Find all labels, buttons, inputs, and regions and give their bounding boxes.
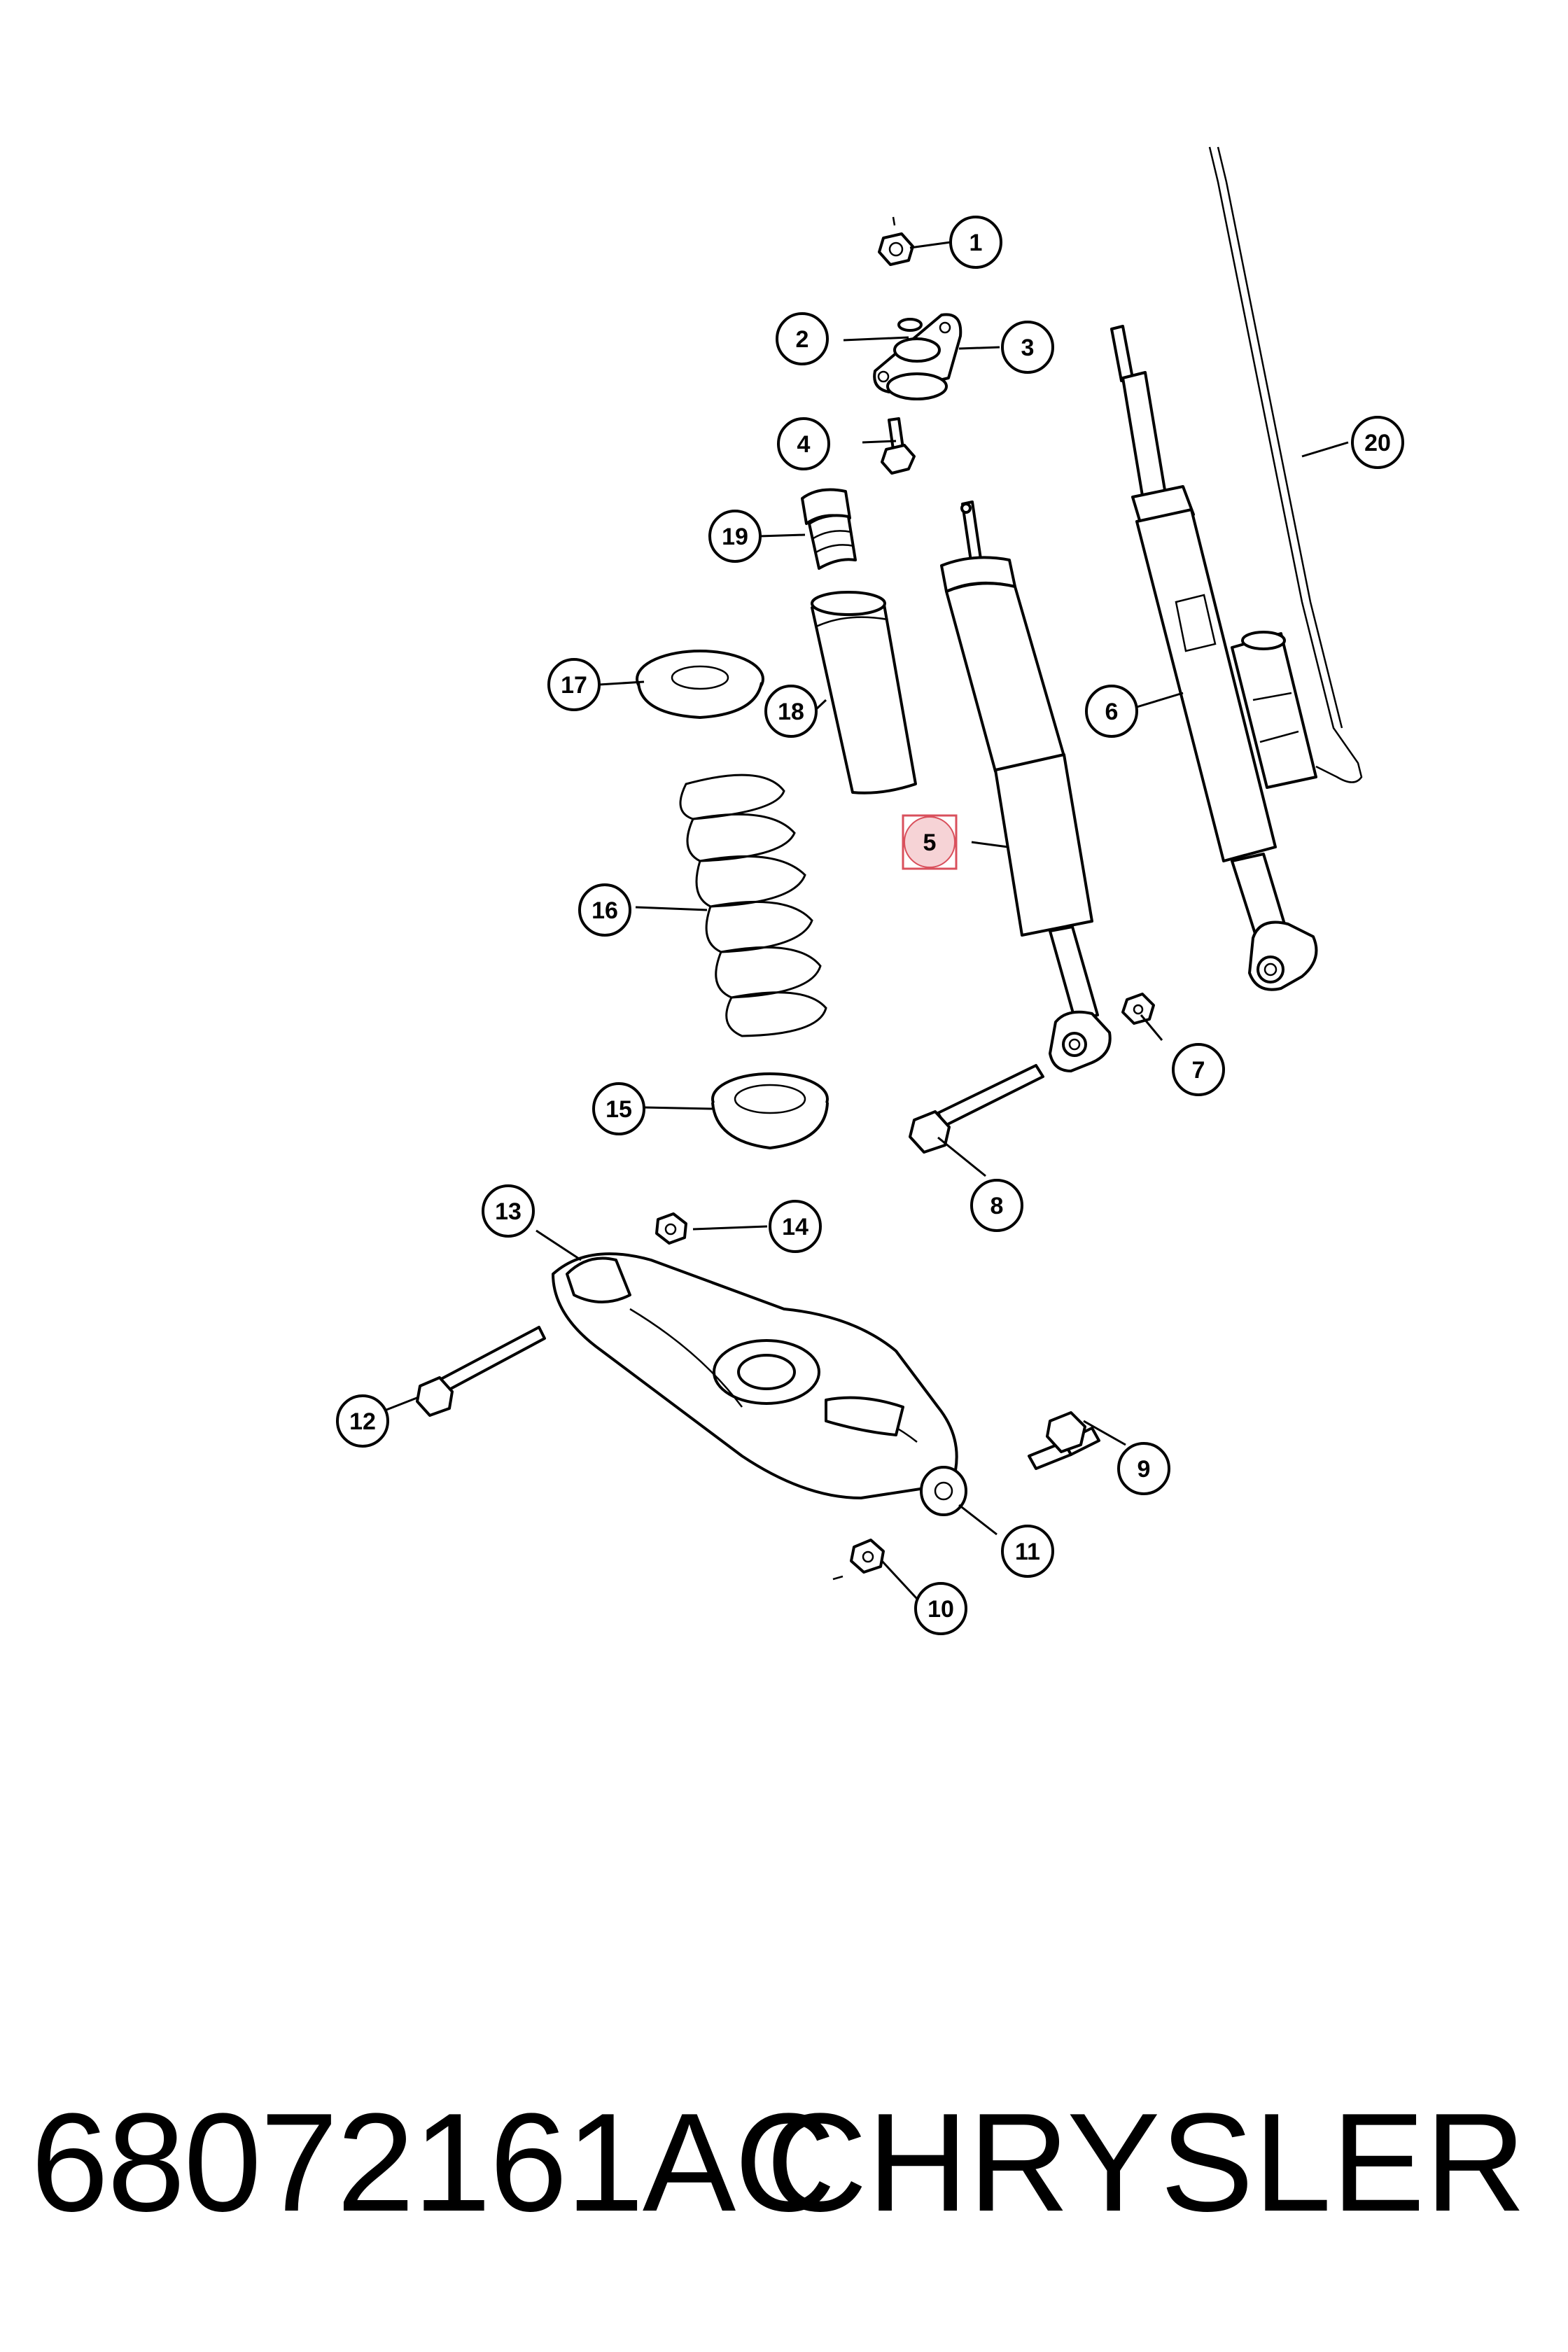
callout-number: 20: [1364, 430, 1391, 456]
callout-number: 18: [778, 699, 804, 725]
part-8-bolt[interactable]: [909, 1064, 1044, 1154]
callout-number: 9: [1138, 1456, 1151, 1483]
part-2-mount-stud[interactable]: [897, 318, 923, 332]
callout-number: 15: [606, 1096, 632, 1123]
callout-circle: [592, 1082, 645, 1135]
part-13-lower-control-arm[interactable]: [552, 1252, 958, 1499]
callout-circle: [336, 1394, 389, 1448]
part-16-coil-spring[interactable]: [679, 774, 827, 1037]
callout-circle: [547, 658, 601, 711]
callout-circle: [482, 1184, 535, 1238]
callout-circle: [1001, 321, 1054, 374]
part-10-nut[interactable]: [832, 1539, 885, 1581]
callout-13[interactable]: 13: [482, 1184, 535, 1238]
part-5-shock-absorber[interactable]: [940, 500, 1112, 1072]
callout-circle: [769, 1200, 822, 1253]
callout-circle: [1085, 685, 1138, 738]
callout-16[interactable]: 16: [578, 883, 631, 937]
callout-circle: [776, 312, 829, 365]
callout-18[interactable]: 18: [764, 685, 818, 738]
callout-8[interactable]: 8: [970, 1179, 1023, 1232]
callout-number: 13: [495, 1198, 522, 1225]
callout-2[interactable]: 2: [776, 312, 829, 365]
callout-number: 4: [797, 431, 811, 458]
part-9-bolt[interactable]: [1028, 1411, 1100, 1470]
callout-1[interactable]: 1: [949, 216, 1002, 269]
callout-20[interactable]: 20: [1351, 416, 1404, 469]
callout-12[interactable]: 12: [336, 1394, 389, 1448]
footer: 68072161AC CHRYSLER: [0, 2072, 1568, 2254]
callout-circle: [578, 883, 631, 937]
callout-7[interactable]: 7: [1172, 1043, 1225, 1096]
callout-number: 7: [1192, 1057, 1205, 1084]
part-11-bushing[interactable]: [920, 1466, 967, 1516]
part-12-bolt[interactable]: [416, 1326, 546, 1417]
callout-number: 1: [969, 230, 983, 256]
callout-number: 12: [349, 1408, 376, 1435]
part-6-shock-with-solenoid[interactable]: [1110, 325, 1318, 991]
callout-circle: [1172, 1043, 1225, 1096]
callout-10[interactable]: 10: [914, 1582, 967, 1635]
part-7-flag-nut[interactable]: [1121, 993, 1155, 1025]
callout-number: 2: [796, 326, 809, 353]
callout-circle: [1117, 1442, 1170, 1495]
part-18-dust-boot[interactable]: [811, 591, 917, 794]
part-14-nut[interactable]: [655, 1212, 687, 1245]
callout-circle: [904, 816, 955, 868]
callout-17[interactable]: 17: [547, 658, 601, 711]
callout-circle: [914, 1582, 967, 1635]
part-3-upper-mount[interactable]: [873, 313, 962, 400]
callout-number: 5: [923, 830, 937, 856]
callout-number: 8: [990, 1193, 1004, 1219]
part-4-bolt[interactable]: [881, 417, 916, 475]
part-17-spring-isolator[interactable]: [636, 650, 764, 719]
part-number: 68072161AC: [31, 2085, 836, 2241]
callout-circle: [1351, 416, 1404, 469]
callout-number: 11: [1015, 1539, 1040, 1565]
callout-15[interactable]: 15: [592, 1082, 645, 1135]
highlight-box: [902, 814, 958, 870]
callout-number: 3: [1021, 335, 1035, 361]
callout-number: 10: [927, 1596, 954, 1623]
callout-14[interactable]: 14: [769, 1200, 822, 1253]
callout-circle: [970, 1179, 1023, 1232]
callout-5[interactable]: 5: [902, 814, 958, 870]
callout-11[interactable]: 11: [1001, 1525, 1054, 1578]
callout-3[interactable]: 3: [1001, 321, 1054, 374]
callout-6[interactable]: 6: [1085, 685, 1138, 738]
callout-4[interactable]: 4: [777, 417, 830, 470]
leader-lines: [386, 241, 1349, 1600]
part-1-nut[interactable]: [878, 216, 914, 266]
callout-number: 17: [561, 672, 587, 699]
callout-number: 16: [592, 897, 618, 924]
part-15-lower-isolator[interactable]: [711, 1072, 829, 1149]
callout-9[interactable]: 9: [1117, 1442, 1170, 1495]
callout-circle: [777, 417, 830, 470]
callout-circle: [949, 216, 1002, 269]
callout-circle: [1001, 1525, 1054, 1578]
callout-number: 19: [722, 524, 748, 550]
callout-circle: [708, 510, 762, 563]
callout-number: 6: [1105, 699, 1119, 725]
callout-number: 14: [782, 1214, 808, 1240]
part-20-wire-harness[interactable]: [1208, 146, 1363, 783]
part-19-jounce-bumper[interactable]: [801, 488, 857, 570]
callout-circle: [764, 685, 818, 738]
callout-19[interactable]: 19: [708, 510, 762, 563]
brand-name: CHRYSLER: [766, 2085, 1526, 2241]
